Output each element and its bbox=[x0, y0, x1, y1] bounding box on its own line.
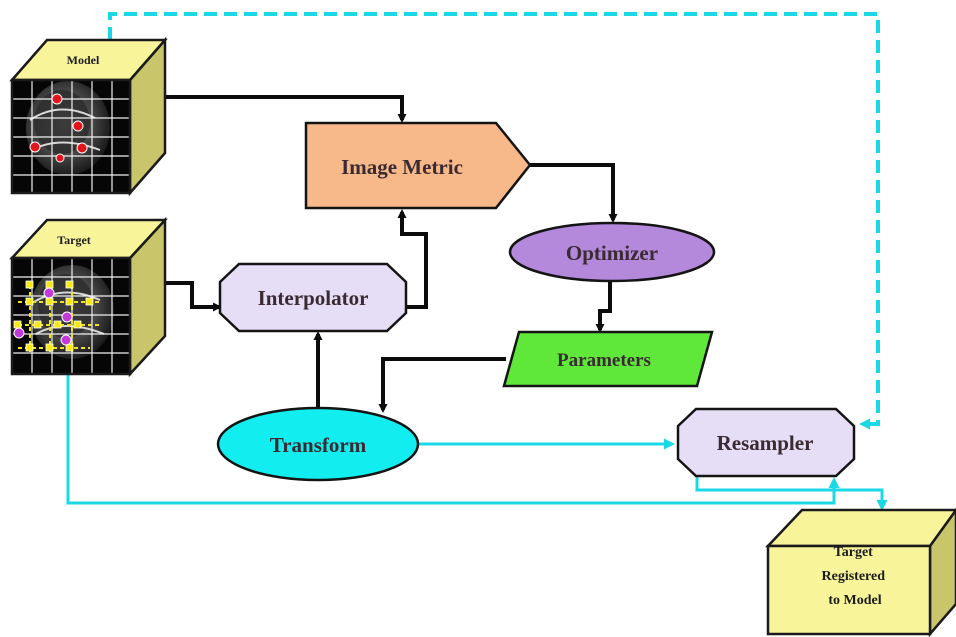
image-metric-label: Image Metric bbox=[341, 155, 463, 179]
model-landmark-points bbox=[29, 93, 88, 163]
image-metric-shape bbox=[304, 121, 532, 210]
interpolator-label: Interpolator bbox=[258, 286, 369, 310]
mri-head-slice-icon bbox=[12, 258, 130, 374]
registered-label-line-1: Target bbox=[834, 545, 873, 560]
interpolator-shape bbox=[218, 262, 408, 333]
edge-target-to-interpolator bbox=[165, 281, 222, 312]
edge-model-to-resampler bbox=[108, 12, 880, 430]
parameters-node: Parameters bbox=[502, 330, 714, 388]
edge-parameters-to-transform bbox=[378, 357, 506, 413]
optimizer-shape bbox=[508, 221, 716, 283]
target-cube-label: Target bbox=[57, 233, 91, 247]
registered-label-line-2: Registered bbox=[822, 569, 886, 584]
edge-model-to-image-metric bbox=[165, 95, 407, 123]
target-magenta-points bbox=[13, 287, 73, 346]
registered-target-cube: Target Registered to Model bbox=[765, 507, 956, 637]
registered-cube-top bbox=[765, 508, 956, 548]
edge-interpolator-to-image-metric bbox=[397, 209, 428, 309]
model-cube-label: Model bbox=[67, 53, 100, 67]
transform-label: Transform bbox=[270, 433, 367, 457]
edge-image-metric-to-optimizer bbox=[530, 163, 618, 223]
edge-resampler-to-registered bbox=[695, 476, 888, 511]
optimizer-label: Optimizer bbox=[566, 241, 658, 265]
edge-optimizer-to-parameters bbox=[595, 282, 612, 333]
transform-shape bbox=[216, 406, 420, 482]
mri-head-slice-icon bbox=[12, 80, 130, 193]
registered-label-line-3: to Model bbox=[828, 593, 881, 608]
parameters-shape bbox=[502, 330, 714, 388]
resampler-shape bbox=[676, 407, 856, 478]
transform-node: Transform bbox=[216, 406, 420, 482]
image-metric-node: Image Metric bbox=[304, 121, 532, 210]
resampler-node: Resampler bbox=[676, 407, 856, 478]
model-cube: Model bbox=[9, 36, 168, 197]
target-sample-grid bbox=[18, 285, 100, 355]
interpolator-node: Interpolator bbox=[218, 262, 408, 333]
target-cube: Target bbox=[9, 216, 168, 378]
target-yellow-points bbox=[13, 280, 94, 352]
registered-label: Target Registered to Model bbox=[822, 545, 889, 608]
edges bbox=[66, 12, 888, 511]
resampler-label: Resampler bbox=[717, 431, 814, 455]
optimizer-node: Optimizer bbox=[508, 221, 716, 283]
registered-cube-front bbox=[766, 544, 932, 636]
parameters-label: Parameters bbox=[557, 350, 651, 371]
